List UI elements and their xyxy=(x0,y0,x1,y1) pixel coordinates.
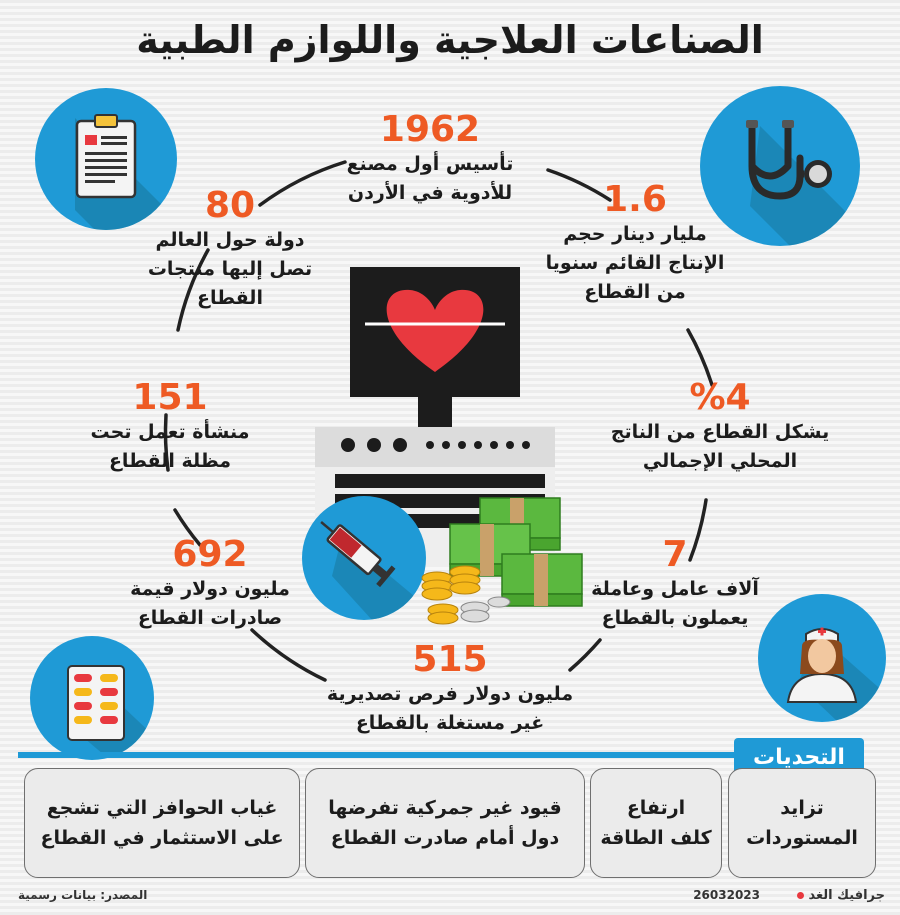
challenge-item-line1: قيود غير جمركية تفرضها xyxy=(328,797,562,819)
stat-515-value: 515 xyxy=(412,639,488,680)
challenges-bar xyxy=(18,752,738,758)
clipboard-icon xyxy=(35,88,177,230)
page-title: الصناعات العلاجية واللوازم الطبية xyxy=(136,18,764,62)
stat-1962-line2: للأدوية في الأردن xyxy=(347,182,513,204)
stat-1-6-line1: مليار دينار حجم xyxy=(563,223,707,245)
stat-1-6: 1.6 مليار دينار حجم الإنتاج القائم سنويا… xyxy=(520,180,750,307)
stat-7-line2: يعملون بالقطاع xyxy=(601,607,749,629)
stat-4-percent-value: %4 xyxy=(689,377,751,418)
challenge-item-line2: على الاستثمار في القطاع xyxy=(40,827,284,849)
credit: جرافيك الغد xyxy=(755,888,885,903)
stat-692-line1: مليون دولار قيمة xyxy=(130,578,290,600)
stat-4-percent: %4 يشكل القطاع من الناتج المحلي الإجمالي xyxy=(590,378,850,476)
stat-692: 692 مليون دولار قيمة صادرات القطاع xyxy=(110,535,310,633)
stat-80-line2: تصل إليها منتجات xyxy=(147,258,313,280)
coins-icon xyxy=(421,565,511,625)
stat-80: 80 دولة حول العالم تصل إليها منتجات القط… xyxy=(130,186,330,313)
stat-515: 515 مليون دولار فرص تصديرية غير مستغلة ب… xyxy=(300,640,600,738)
challenge-item-line1: غياب الحوافز التي تشجع xyxy=(46,797,278,819)
stat-1962-line1: تأسيس أول مصنع xyxy=(346,153,514,175)
logo-dot-icon xyxy=(797,892,805,899)
challenge-item: ارتفاع كلف الطاقة xyxy=(590,768,722,878)
challenge-item-line2: كلف الطاقة xyxy=(600,827,712,849)
stat-692-value: 692 xyxy=(172,534,248,575)
stat-4-percent-line1: يشكل القطاع من الناتج xyxy=(610,421,830,443)
pills-icon xyxy=(30,636,154,760)
money-icon xyxy=(449,497,583,607)
stat-80-line1: دولة حول العالم xyxy=(155,229,305,251)
stat-4-percent-line2: المحلي الإجمالي xyxy=(642,450,798,472)
challenge-item: قيود غير جمركية تفرضها دول أمام صادرت ال… xyxy=(305,768,585,878)
stat-1-6-line3: من القطاع xyxy=(584,281,686,303)
stat-1-6-value: 1.6 xyxy=(603,179,667,220)
stat-7-value: 7 xyxy=(662,534,688,575)
stat-1-6-line2: الإنتاج القائم سنويا xyxy=(545,252,725,274)
credit-text: جرافيك الغد xyxy=(808,888,885,903)
source: المصدر: بيانات رسمية xyxy=(18,888,148,902)
stat-1962-value: 1962 xyxy=(379,109,481,150)
stat-151-value: 151 xyxy=(132,377,208,418)
stat-151: 151 منشأة تعمل تحت مظلة القطاع xyxy=(70,378,270,476)
stat-7: 7 آلاف عامل وعاملة يعملون بالقطاع xyxy=(580,535,770,633)
challenge-item: تزايد المستوردات xyxy=(728,768,876,878)
stat-151-line1: منشأة تعمل تحت xyxy=(90,421,250,443)
stat-515-line2: غير مستغلة بالقطاع xyxy=(355,712,545,734)
stat-1962: 1962 تأسيس أول مصنع للأدوية في الأردن xyxy=(300,110,560,208)
stat-515-line1: مليون دولار فرص تصديرية xyxy=(326,683,574,705)
challenge-item-line1: ارتفاع xyxy=(626,797,686,819)
stethoscope-icon xyxy=(700,86,860,246)
stat-151-line2: مظلة القطاع xyxy=(108,450,232,472)
date: 26032023 xyxy=(693,888,760,902)
challenge-item-line2: دول أمام صادرت القطاع xyxy=(330,827,560,849)
challenge-item: غياب الحوافز التي تشجع على الاستثمار في … xyxy=(24,768,300,878)
stat-7-line1: آلاف عامل وعاملة xyxy=(591,578,759,600)
nurse-icon xyxy=(758,594,886,722)
stat-80-value: 80 xyxy=(204,185,256,226)
stat-80-line3: القطاع xyxy=(197,287,263,309)
stat-692-line2: صادرات القطاع xyxy=(137,607,283,629)
challenge-item-line1: تزايد xyxy=(780,797,824,819)
challenge-item-line2: المستوردات xyxy=(746,827,858,849)
syringe-icon xyxy=(302,496,426,620)
